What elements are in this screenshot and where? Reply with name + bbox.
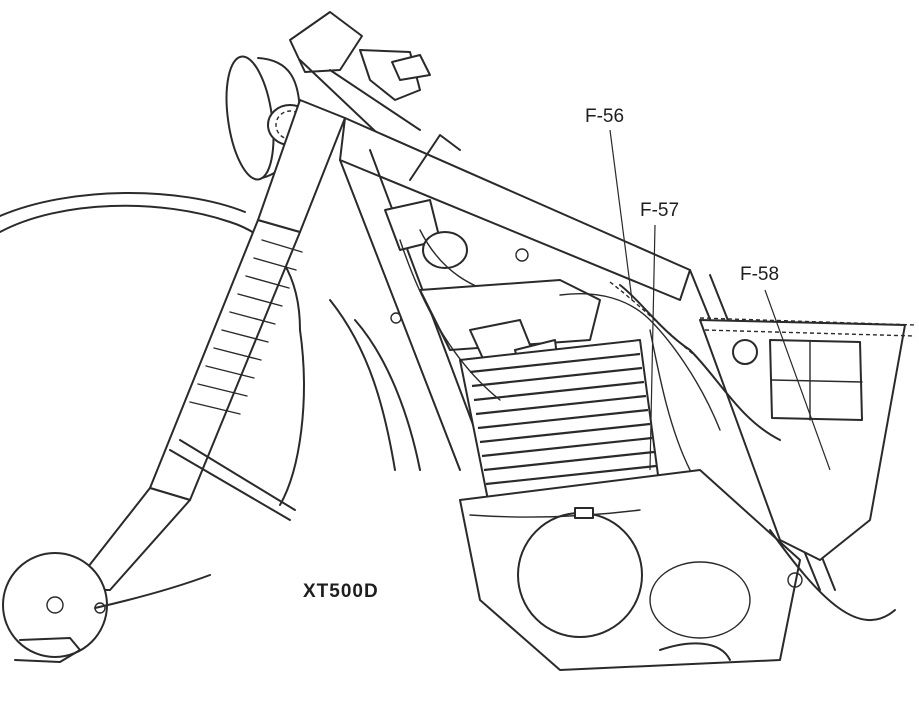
handlebar-cluster	[289, 11, 431, 151]
label-f56: F-56	[585, 106, 624, 127]
wiring-harness	[399, 239, 781, 519]
callout-f57: F-57	[640, 200, 679, 471]
label-f58: F-58	[740, 264, 779, 285]
callout-f58: F-58	[740, 264, 831, 471]
front-wheel	[0, 191, 301, 331]
front-fork	[69, 99, 346, 591]
engine-crankcase	[459, 469, 803, 671]
engine-cylinder	[459, 339, 661, 511]
label-f57: F-57	[640, 200, 679, 221]
front-fender	[279, 299, 421, 506]
battery	[732, 339, 863, 421]
model-label: XT500D	[303, 581, 379, 602]
fork-boot	[189, 239, 303, 415]
callout-f56: F-56	[585, 106, 633, 301]
leader-f56	[609, 129, 633, 301]
leader-f58	[764, 289, 831, 471]
leader-f57	[649, 224, 656, 471]
front-hub	[2, 552, 211, 663]
